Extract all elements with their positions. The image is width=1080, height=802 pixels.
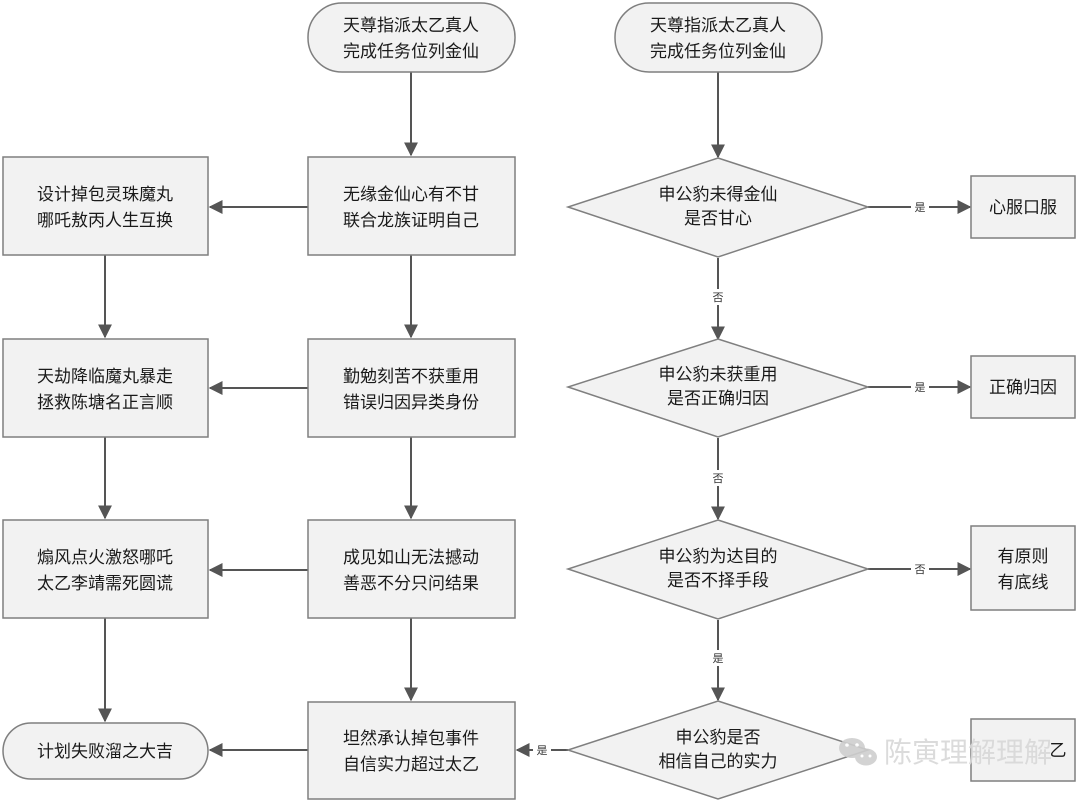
process-box-l1: 设计掉包灵珠魔丸 哪吒敖丙人生互换 [2, 156, 209, 256]
process-box-m2-line2: 错误归因异类身份 [343, 393, 479, 413]
outcome-box-r4: 乙 [970, 718, 1076, 782]
process-box-l2-line2: 拯救陈塘名正言顺 [37, 393, 173, 413]
process-box-m2: 勤勉刻苦不获重用 错误归因异类身份 [307, 338, 516, 438]
start-node-right-line1: 天尊指派太乙真人 [650, 16, 786, 36]
process-box-l3-line1: 煽风点火激怒哪吒 [37, 548, 173, 568]
edge-label-d3-right: 否 [915, 563, 926, 576]
edge-label-d3-down: 是 [713, 652, 724, 665]
outcome-box-r3: 有原则 有底线 [970, 525, 1076, 611]
watermark-text: 陈寅理解理解 [884, 736, 1052, 769]
decision-d4-line2: 相信自己的实力 [659, 752, 778, 772]
start-node-left: 天尊指派太乙真人 完成任务位列金仙 [307, 2, 516, 73]
process-box-m3: 成见如山无法撼动 善恶不分只问结果 [307, 519, 516, 619]
outcome-box-r4-label: 乙 [1050, 741, 1067, 761]
outcome-box-r3-line2: 有底线 [998, 573, 1049, 593]
decision-d4: 申公豹是否 相信自己的实力 [565, 700, 871, 800]
decision-d3-line1: 申公豹为达目的 [659, 547, 778, 567]
decision-d4-line1: 申公豹是否 [676, 728, 761, 748]
process-box-m3-line1: 成见如山无法撼动 [343, 548, 479, 568]
wechat-icon [839, 738, 877, 766]
outcome-box-r1: 心服口服 [970, 175, 1076, 239]
decision-d3: 申公豹为达目的 是否不择手段 [565, 519, 871, 620]
decision-d1-line1: 申公豹未得金仙 [659, 185, 778, 205]
process-box-m2-line1: 勤勉刻苦不获重用 [343, 367, 479, 387]
decision-d2: 申公豹未获重用 是否正确归因 [565, 338, 871, 438]
decision-d1-line2: 是否甘心 [684, 209, 752, 229]
outcome-box-r2: 正确归因 [970, 355, 1076, 419]
process-box-l1-line2: 哪吒敖丙人生互换 [37, 211, 173, 231]
decision-d2-line1: 申公豹未获重用 [659, 365, 778, 385]
connectors [98, 72, 972, 757]
process-box-m1-line1: 无缘金仙心有不甘 [343, 185, 479, 205]
edge-label-d2-down: 否 [713, 472, 724, 485]
process-box-l2: 天劫降临魔丸暴走 拯救陈塘名正言顺 [2, 338, 209, 438]
edge-label-d1-right: 是 [915, 201, 926, 214]
start-node-left-line2: 完成任务位列金仙 [343, 42, 479, 62]
edge-labels: 是 否 是 否 否 是 是 [533, 199, 929, 758]
process-box-l1-line1: 设计掉包灵珠魔丸 [37, 185, 173, 205]
decision-d1: 申公豹未得金仙 是否甘心 [565, 157, 871, 258]
process-box-l3: 煽风点火激怒哪吒 太乙李靖需死圆谎 [2, 519, 209, 619]
decision-d2-line2: 是否正确归因 [667, 389, 769, 409]
process-box-l2-line1: 天劫降临魔丸暴走 [37, 367, 173, 387]
end-node-l4-label: 计划失败溜之大吉 [37, 742, 173, 762]
process-box-m4-line2: 自信实力超过太乙 [343, 755, 479, 775]
outcome-box-r2-label: 正确归因 [989, 378, 1057, 398]
edge-label-d1-down: 否 [713, 291, 724, 304]
process-box-m4: 坦然承认掉包事件 自信实力超过太乙 [307, 701, 516, 800]
process-box-m1-line2: 联合龙族证明自己 [343, 211, 479, 231]
outcome-box-r1-label: 心服口服 [989, 198, 1057, 218]
start-node-right: 天尊指派太乙真人 完成任务位列金仙 [614, 2, 823, 73]
watermark: 陈寅理解理解 [839, 736, 1052, 769]
outcome-box-r3-line1: 有原则 [998, 547, 1049, 567]
process-box-m1: 无缘金仙心有不甘 联合龙族证明自己 [307, 156, 516, 256]
end-node-l4: 计划失败溜之大吉 [2, 722, 209, 780]
process-box-m3-line2: 善恶不分只问结果 [343, 574, 479, 594]
edge-label-d2-right: 是 [915, 381, 926, 394]
decision-d3-line2: 是否不择手段 [667, 571, 769, 591]
process-box-m4-line1: 坦然承认掉包事件 [343, 729, 479, 749]
edge-label-d4-left: 是 [537, 744, 548, 757]
start-node-right-line2: 完成任务位列金仙 [650, 42, 786, 62]
process-box-l3-line2: 太乙李靖需死圆谎 [37, 574, 173, 594]
start-node-left-line1: 天尊指派太乙真人 [343, 16, 479, 36]
